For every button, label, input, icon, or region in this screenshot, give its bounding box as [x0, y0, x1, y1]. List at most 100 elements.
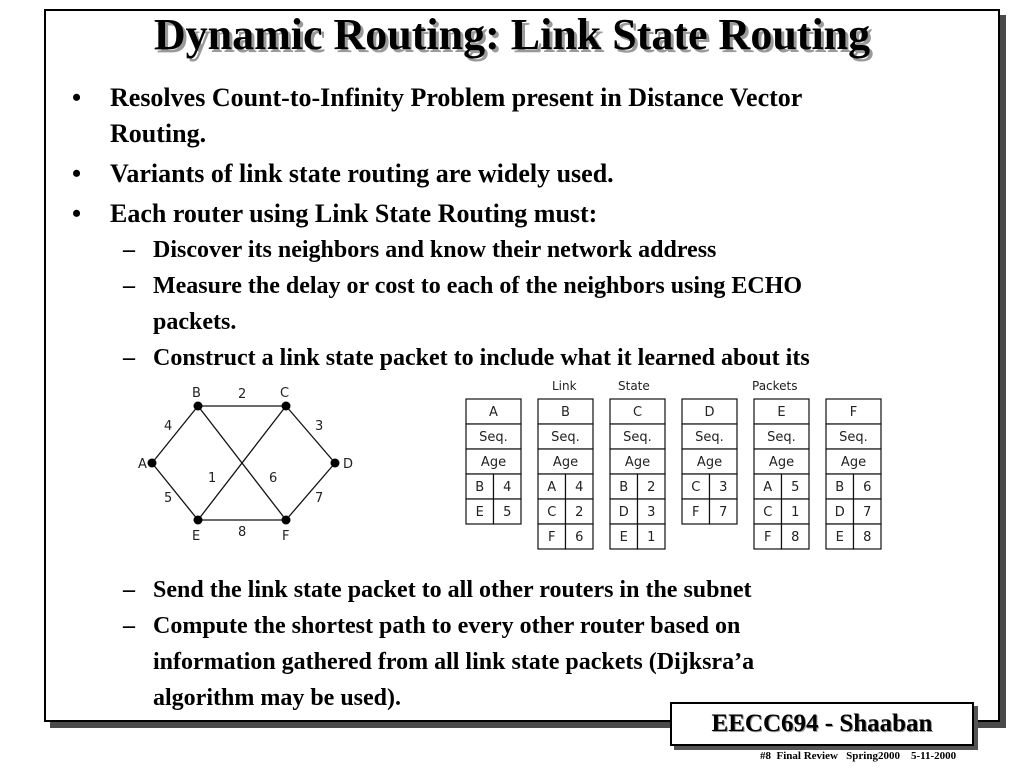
- router-label: E: [192, 529, 200, 544]
- router-label: D: [343, 457, 353, 472]
- bullet-text: Routing.: [110, 119, 207, 148]
- packet-router-name: E: [777, 405, 785, 420]
- packet-cell: [753, 523, 783, 550]
- packet-neighbor: E: [476, 505, 484, 520]
- packet-cell: [825, 423, 882, 450]
- sub-bullet-item: – Discover its neighbors and know their …: [123, 233, 717, 267]
- link-line: [285, 462, 336, 521]
- packet-neighbor: C: [763, 505, 772, 520]
- packet-cell: [825, 448, 882, 475]
- packet-seq-label: Seq.: [839, 430, 868, 445]
- packet-cost: 3: [719, 480, 727, 495]
- packet-cost: 7: [863, 505, 871, 520]
- packet-cell: [753, 398, 810, 425]
- packet-age-label: Age: [697, 455, 722, 470]
- packet-neighbor: A: [547, 480, 556, 495]
- sub-bullet-item: – Send the link state packet to all othe…: [123, 573, 751, 607]
- packet-cell: [825, 498, 855, 525]
- link-line: [151, 462, 199, 521]
- packet-neighbor: E: [620, 530, 628, 545]
- dash-mark: –: [123, 273, 135, 299]
- sub-bullet-continuation: information gathered from all link state…: [153, 645, 754, 679]
- packet-cost: 5: [791, 480, 799, 495]
- packet-cell: [537, 473, 567, 500]
- router-label: C: [280, 386, 289, 401]
- router-node: [281, 515, 291, 525]
- packet-seq-label: Seq.: [623, 430, 652, 445]
- packet-neighbor: F: [764, 530, 771, 545]
- packet-neighbor: B: [619, 480, 628, 495]
- link-cost-label: 8: [238, 525, 246, 540]
- packet-router-name: D: [704, 405, 714, 420]
- packet-cell: [753, 473, 783, 500]
- packet-age-label: Age: [769, 455, 794, 470]
- packet-cell: [537, 398, 594, 425]
- packet-cell: [609, 398, 666, 425]
- dash-mark: –: [123, 345, 135, 371]
- packet-cost: 6: [863, 480, 871, 495]
- packet-cell: [492, 473, 522, 500]
- packet-seq-label: Seq.: [551, 430, 580, 445]
- slide-footer: #8 Final Review Spring2000 5-11-2000: [760, 750, 957, 762]
- packet-cell: [636, 523, 666, 550]
- packet-neighbor: B: [835, 480, 844, 495]
- bullet-item: • Each router using Link State Routing m…: [72, 196, 598, 232]
- packet-cell: [636, 498, 666, 525]
- packet-cost: 7: [719, 505, 727, 520]
- figure-header-word: Packets: [752, 379, 798, 393]
- packet-cell: [609, 523, 639, 550]
- link-cost-label: 3: [315, 419, 323, 434]
- packet-router-name: C: [633, 405, 642, 420]
- packet-cell: [465, 423, 522, 450]
- packet-cell: [537, 448, 594, 475]
- bullet-text: Variants of link state routing are widel…: [110, 159, 614, 188]
- bullet-mark: •: [72, 159, 82, 188]
- packet-age-label: Age: [553, 455, 578, 470]
- router-label: A: [138, 457, 147, 472]
- packet-cell: [681, 423, 738, 450]
- packet-router-name: B: [561, 405, 570, 420]
- sub-bullet-continuation: algorithm may be used).: [153, 681, 401, 715]
- link-cost-label: 1: [208, 471, 216, 486]
- packet-cell: [753, 423, 810, 450]
- bullet-item: • Variants of link state routing are wid…: [72, 156, 614, 192]
- dash-mark: –: [123, 237, 135, 263]
- figure-header-word: State: [618, 379, 650, 393]
- packet-neighbor: B: [475, 480, 484, 495]
- dash-mark: –: [123, 577, 135, 603]
- packet-neighbor: F: [692, 505, 699, 520]
- packet-cell: [708, 498, 738, 525]
- packet-cost: 8: [791, 530, 799, 545]
- sub-bullet-text: Discover its neighbors and know their ne…: [153, 237, 717, 263]
- packet-age-label: Age: [841, 455, 866, 470]
- bullet-continuation: Routing.: [110, 116, 206, 152]
- packet-seq-label: Seq.: [695, 430, 724, 445]
- slide-title: Dynamic Routing: Link State Routing: [153, 10, 871, 59]
- bullet-item: • Resolves Count-to-Infinity Problem pre…: [72, 80, 802, 116]
- bullet-mark: •: [72, 83, 82, 112]
- packet-cost: 4: [575, 480, 583, 495]
- sub-bullet-continuation: packets.: [153, 305, 236, 339]
- packet-neighbor: A: [763, 480, 772, 495]
- packet-cell: [492, 498, 522, 525]
- dash-mark: –: [123, 613, 135, 639]
- packet-neighbor: D: [619, 505, 629, 520]
- packet-neighbor: C: [691, 480, 700, 495]
- packet-cell: [636, 473, 666, 500]
- packet-cell: [825, 523, 855, 550]
- packet-cell: [852, 473, 882, 500]
- packet-cell: [537, 423, 594, 450]
- packet-neighbor: E: [836, 530, 844, 545]
- bullet-text: Each router using Link State Routing mus…: [110, 199, 598, 228]
- link-line: [285, 405, 336, 464]
- router-node: [281, 401, 291, 411]
- packet-seq-label: Seq.: [767, 430, 796, 445]
- packet-cell: [780, 523, 810, 550]
- packet-age-label: Age: [481, 455, 506, 470]
- packet-age-label: Age: [625, 455, 650, 470]
- sub-bullet-item: – Measure the delay or cost to each of t…: [123, 269, 802, 303]
- sub-bullet-text: information gathered from all link state…: [153, 649, 755, 675]
